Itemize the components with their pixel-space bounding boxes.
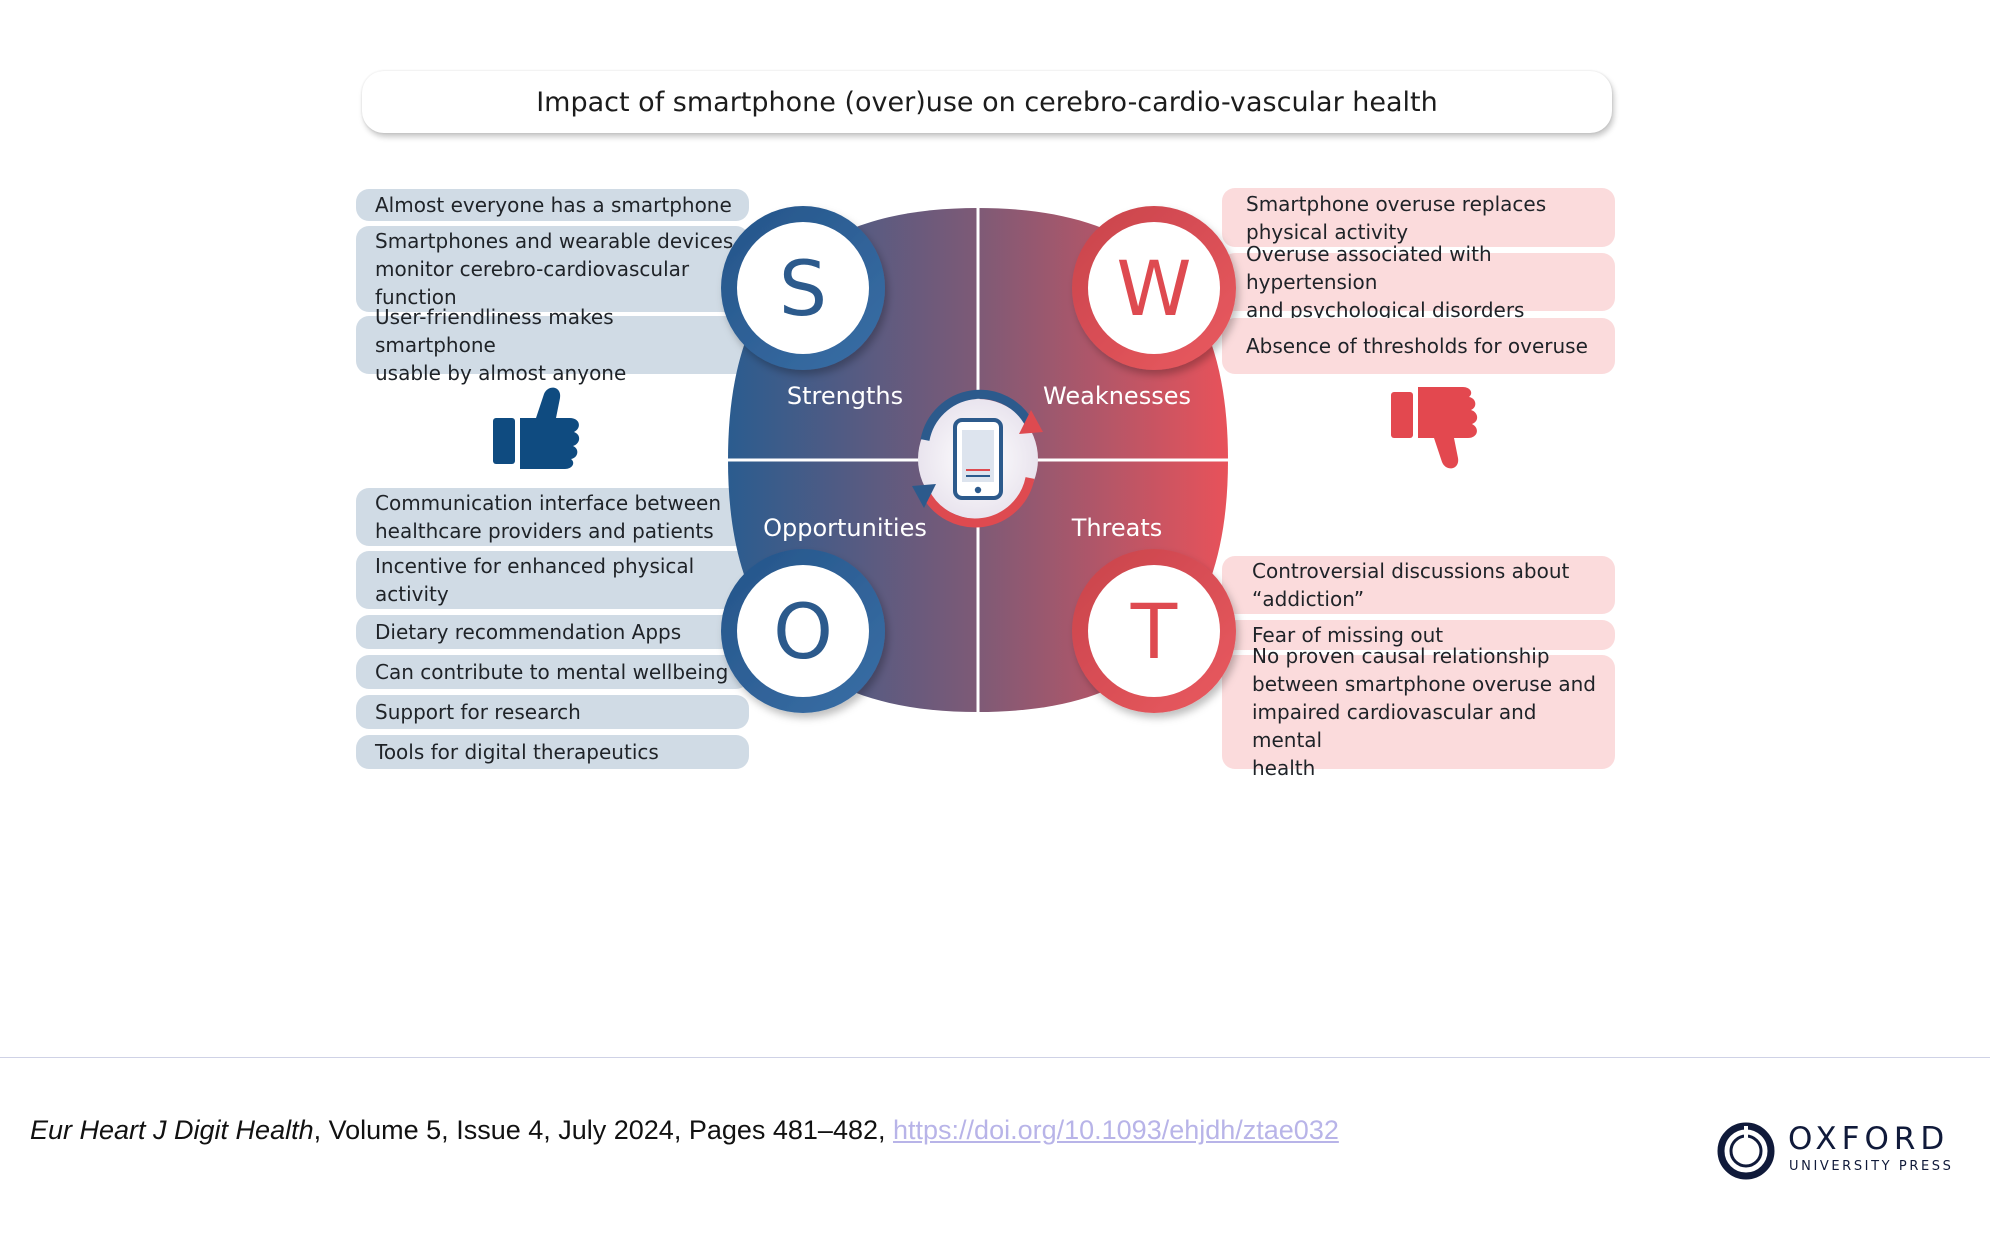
opportunity-item: Incentive for enhanced physical activity — [356, 551, 749, 609]
threat-item: Controversial discussions about “addicti… — [1222, 556, 1615, 614]
weaknesses-letter: W — [1116, 244, 1191, 333]
smartphone-sync-icon — [912, 389, 1043, 528]
strength-item: User-friendliness makes smartphone usabl… — [356, 305, 749, 385]
thumbs-down-icon — [1391, 387, 1478, 469]
oxford-emblem-icon — [1717, 1122, 1775, 1180]
citation: Eur Heart J Digit Health, Volume 5, Issu… — [30, 1115, 1339, 1146]
doi-link[interactable]: https://doi.org/10.1093/ehjdh/ztae032 — [893, 1115, 1339, 1145]
opportunity-item: Tools for digital therapeutics — [356, 735, 749, 769]
opportunity-item: Support for research — [356, 695, 749, 729]
weakness-item: Smartphone overuse replaces physical act… — [1222, 188, 1615, 247]
strengths-label: Strengths — [787, 382, 903, 410]
citation-journal: Eur Heart J Digit Health — [30, 1115, 314, 1145]
opportunities-letter: O — [773, 587, 833, 676]
logo-name: OXFORD — [1788, 1121, 1950, 1157]
strength-item: Smartphones and wearable devices monitor… — [356, 226, 749, 312]
threat-item: No proven causal relationship between sm… — [1222, 644, 1615, 780]
opportunity-item: Can contribute to mental wellbeing — [356, 655, 749, 689]
weaknesses-label: Weaknesses — [1043, 382, 1191, 410]
threats-letter: T — [1130, 587, 1178, 676]
diagram-title: Impact of smartphone (over)use on cerebr… — [536, 86, 1438, 118]
strength-item: Almost everyone has a smartphone — [356, 189, 749, 221]
threats-badge — [1072, 549, 1236, 713]
title-box: Impact of smartphone (over)use on cerebr… — [362, 71, 1612, 133]
footer-divider — [0, 1057, 1990, 1058]
threat-item: Fear of missing out — [1222, 620, 1615, 650]
citation-details: , Volume 5, Issue 4, July 2024, Pages 48… — [313, 1115, 894, 1145]
logo-sub: UNIVERSITY PRESS — [1789, 1159, 1954, 1174]
opportunities-label: Opportunities — [763, 514, 927, 542]
strengths-letter: S — [779, 244, 827, 333]
opportunity-item: Communication interface between healthca… — [356, 488, 749, 546]
strengths-badge — [721, 206, 885, 370]
opportunities-badge — [721, 549, 885, 713]
weakness-item: Absence of thresholds for overuse — [1222, 318, 1615, 374]
threats-label: Threats — [1071, 514, 1163, 542]
thumbs-up-icon — [493, 387, 580, 469]
weaknesses-badge — [1072, 206, 1236, 370]
opportunity-item: Dietary recommendation Apps — [356, 615, 749, 649]
oxford-logo: OXFORD UNIVERSITY PRESS — [1716, 1121, 1956, 1181]
